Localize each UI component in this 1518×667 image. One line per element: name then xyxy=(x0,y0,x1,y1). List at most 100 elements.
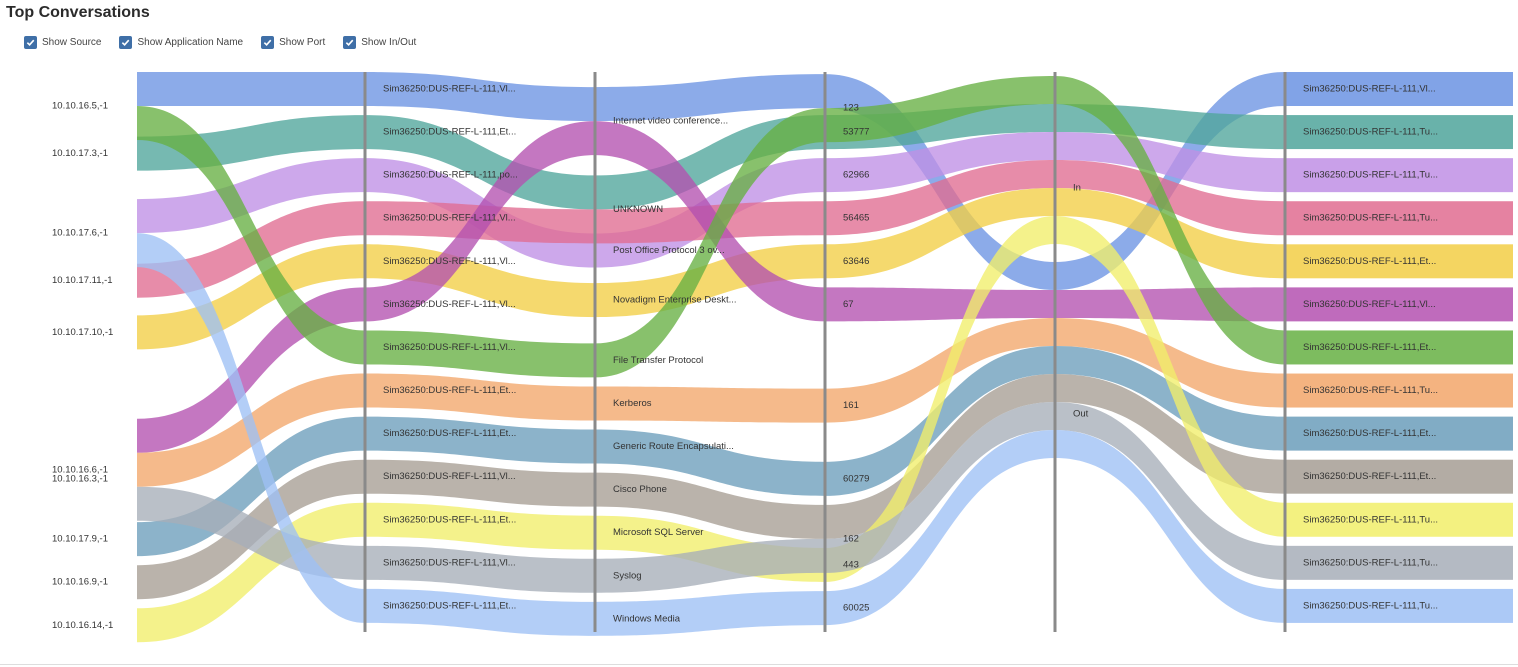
flow-link[interactable] xyxy=(137,233,365,623)
flow-link[interactable] xyxy=(1055,402,1285,580)
source-name-label: Sim36250:DUS-REF-L-111,Vl... xyxy=(383,342,516,353)
flow-link[interactable] xyxy=(1055,346,1285,451)
flow-link[interactable] xyxy=(365,459,595,507)
flow-link[interactable] xyxy=(825,318,1055,423)
source-label: 10.10.16.9,-1 xyxy=(52,577,108,588)
port-label: 60279 xyxy=(843,473,869,484)
flow-link[interactable] xyxy=(595,74,825,122)
port-label: 161 xyxy=(843,400,859,411)
column-axis xyxy=(823,72,827,632)
destination-bar[interactable] xyxy=(1285,158,1513,193)
direction-label: Out xyxy=(1073,409,1089,420)
flow-link[interactable] xyxy=(1055,216,1285,537)
source-label: 10.10.16.6,-1 xyxy=(52,464,108,475)
flow-link[interactable] xyxy=(595,472,825,539)
destination-label: Sim36250:DUS-REF-L-111,Tu... xyxy=(1303,213,1438,224)
flow-link[interactable] xyxy=(1055,287,1285,322)
show-in-out-checkbox[interactable] xyxy=(343,36,357,49)
flow-link[interactable] xyxy=(137,502,365,643)
flow-link[interactable] xyxy=(825,374,1055,539)
destination-label: Sim36250:DUS-REF-L-111,Vl... xyxy=(1303,299,1436,310)
flow-link[interactable] xyxy=(137,72,365,106)
destination-bar[interactable] xyxy=(1285,72,1513,106)
show-port-option[interactable]: Show Port xyxy=(261,36,325,49)
source-name-label: Sim36250:DUS-REF-L-111,Et... xyxy=(383,428,516,439)
destination-bar[interactable] xyxy=(1285,502,1513,537)
source-label: 10.10.16.5,-1 xyxy=(52,101,108,112)
direction-label: In xyxy=(1073,183,1081,194)
port-label: 53777 xyxy=(843,127,869,138)
flow-link[interactable] xyxy=(365,244,595,318)
checkmark-icon xyxy=(263,39,272,47)
flow-link[interactable] xyxy=(825,430,1055,626)
show-port-checkbox[interactable] xyxy=(261,36,275,49)
flow-link[interactable] xyxy=(365,121,595,322)
destination-bar[interactable] xyxy=(1285,330,1513,365)
show-application-name-checkbox[interactable] xyxy=(119,36,133,49)
flow-link[interactable] xyxy=(1055,374,1285,494)
flow-link[interactable] xyxy=(365,330,595,378)
flow-link[interactable] xyxy=(595,591,825,636)
flow-link[interactable] xyxy=(1055,160,1285,236)
column-axes xyxy=(363,72,1287,632)
show-in-out-option[interactable]: Show In/Out xyxy=(343,36,416,49)
flow-link[interactable] xyxy=(365,72,595,122)
flow-link[interactable] xyxy=(137,244,365,350)
destination-label: Sim36250:DUS-REF-L-111,Tu... xyxy=(1303,514,1438,525)
application-label: Generic Route Encapsulati... xyxy=(613,441,734,452)
destination-bar[interactable] xyxy=(1285,588,1513,623)
flow-link[interactable] xyxy=(595,108,825,378)
flow-link[interactable] xyxy=(365,416,595,464)
flow-link[interactable] xyxy=(595,386,825,423)
flow-link[interactable] xyxy=(825,76,1055,143)
flow-link[interactable] xyxy=(1055,76,1285,365)
flow-link[interactable] xyxy=(595,121,825,322)
flow-link[interactable] xyxy=(595,244,825,318)
application-label: Novadigm Enterprise Deskt... xyxy=(613,295,737,306)
source-name-label: Sim36250:DUS-REF-L-111,Vl... xyxy=(383,256,516,267)
flow-link[interactable] xyxy=(825,188,1055,279)
port-label: 162 xyxy=(843,533,859,544)
flow-link[interactable] xyxy=(365,545,595,593)
source-name-label: Sim36250:DUS-REF-L-111,Vl... xyxy=(383,299,516,310)
show-source-checkbox[interactable] xyxy=(24,36,37,49)
checkmark-icon xyxy=(26,39,35,47)
destination-bar[interactable] xyxy=(1285,201,1513,236)
port-label: 56465 xyxy=(843,213,869,224)
destination-bar[interactable] xyxy=(1285,115,1513,150)
flow-link[interactable] xyxy=(825,346,1055,496)
flow-link[interactable] xyxy=(365,115,595,210)
checkmark-icon xyxy=(346,39,354,47)
flow-link[interactable] xyxy=(825,402,1055,573)
source-label: 10.10.17.9,-1 xyxy=(52,534,108,545)
show-application-name-option[interactable]: Show Application Name xyxy=(119,36,243,49)
destination-bar[interactable] xyxy=(1285,545,1513,580)
flow-link[interactable] xyxy=(365,588,595,636)
application-label: Post Office Protocol 3 ov... xyxy=(613,245,725,256)
show-source-option[interactable]: Show Source xyxy=(24,36,101,49)
destination-bar[interactable] xyxy=(1285,244,1513,279)
flow-link[interactable] xyxy=(365,502,595,550)
port-label: 63646 xyxy=(843,256,869,267)
port-label: 62966 xyxy=(843,170,869,181)
flow-link[interactable] xyxy=(595,538,825,593)
application-label: Kerberos xyxy=(613,398,652,409)
flow-link[interactable] xyxy=(825,216,1055,582)
flow-link[interactable] xyxy=(137,106,365,365)
flow-link[interactable] xyxy=(137,158,365,234)
source-label: 10.10.17.10,-1 xyxy=(52,327,113,338)
application-label: Windows Media xyxy=(613,613,681,624)
destination-bar[interactable] xyxy=(1285,416,1513,451)
source-name-label: Sim36250:DUS-REF-L-111,Vl... xyxy=(383,213,516,224)
flow-link[interactable] xyxy=(825,287,1055,322)
flow-link[interactable] xyxy=(825,132,1055,193)
flow-link[interactable] xyxy=(365,373,595,421)
destination-bar[interactable] xyxy=(1285,459,1513,494)
destination-bar[interactable] xyxy=(1285,287,1513,322)
source-label: 10.10.16.3,-1 xyxy=(52,474,108,485)
flow-link[interactable] xyxy=(1055,430,1285,623)
flow-link[interactable] xyxy=(1055,132,1285,193)
flow-link[interactable] xyxy=(825,160,1055,236)
flow-link[interactable] xyxy=(595,429,825,496)
destination-bar[interactable] xyxy=(1285,373,1513,408)
